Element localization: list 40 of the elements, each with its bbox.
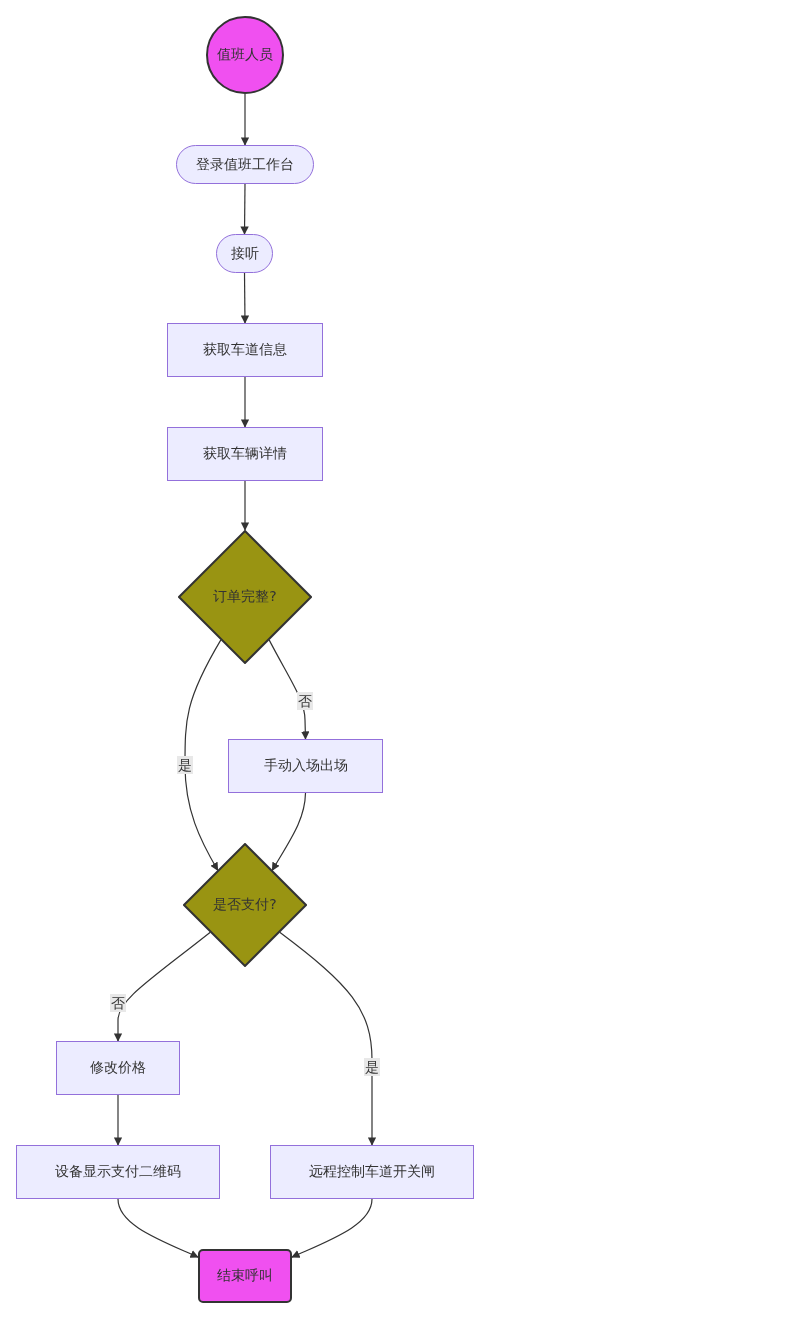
edge-label: 否 — [297, 692, 313, 710]
process-box — [16, 1145, 220, 1199]
node-label: 是否支付? — [213, 896, 277, 914]
arrow — [240, 480, 250, 531]
node-label: 修改价格 — [90, 1059, 146, 1077]
arrow — [291, 1198, 373, 1258]
process-box — [270, 1145, 474, 1199]
node-label: 登录值班工作台 — [196, 155, 294, 174]
edge-label: 否 — [110, 994, 126, 1012]
node-label: 值班人员 — [217, 46, 273, 64]
node-label: 远程控制车道开关闸 — [309, 1163, 435, 1181]
end-box — [198, 1249, 292, 1303]
decision-diamond — [178, 530, 312, 664]
arrow — [240, 93, 250, 146]
node-label: 获取车道信息 — [203, 341, 287, 359]
node-label: 获取车辆详情 — [203, 445, 287, 463]
rounded-process-box — [176, 145, 314, 184]
arrow — [279, 931, 377, 1146]
arrow — [240, 183, 249, 235]
arrow — [113, 931, 211, 1042]
arrow — [271, 792, 307, 871]
node-label: 设备显示支付二维码 — [55, 1163, 181, 1181]
node-label: 接听 — [230, 244, 259, 263]
arrow — [268, 639, 310, 740]
node-label: 手动入场出场 — [263, 757, 348, 775]
node-label: 结束呼叫 — [217, 1267, 273, 1285]
decision-diamond — [183, 843, 307, 967]
process-box — [228, 739, 383, 793]
arrow — [240, 272, 250, 324]
edge-label: 是 — [364, 1058, 380, 1076]
process-box — [167, 427, 323, 481]
arrow — [117, 1198, 199, 1258]
process-box — [56, 1041, 180, 1095]
arrow — [240, 376, 250, 428]
node-label: 订单完整? — [213, 588, 277, 606]
arrow — [184, 639, 222, 871]
arrow — [113, 1094, 123, 1146]
edge-label: 是 — [177, 756, 193, 774]
rounded-process-box — [216, 234, 273, 273]
process-box — [167, 323, 323, 377]
